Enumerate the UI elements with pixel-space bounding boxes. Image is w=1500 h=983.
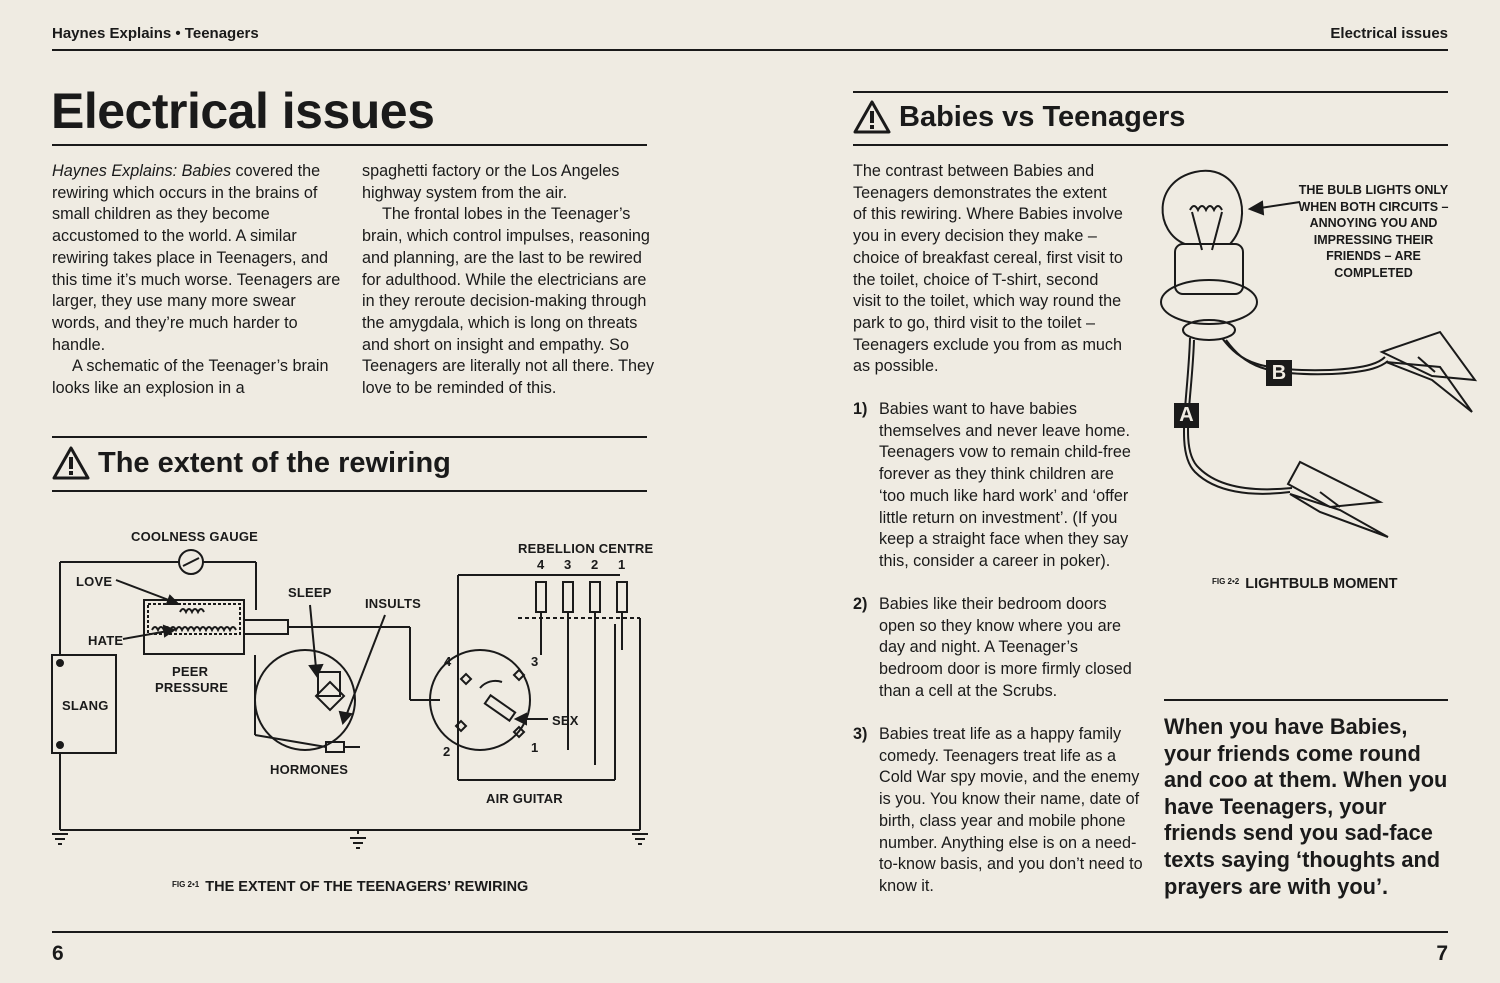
section-title: The extent of the rewiring xyxy=(98,446,451,479)
label-slang: SLANG xyxy=(62,698,109,713)
right-section-rule-top xyxy=(853,91,1448,93)
right-intro: The contrast between Babies and Teenager… xyxy=(853,162,1123,376)
figure-caption-2-1: FIG 2•1 THE EXTENT OF THE TEENAGERS’ REWI… xyxy=(172,879,528,895)
list-number: 3) xyxy=(853,725,868,743)
running-header-right: Electrical issues xyxy=(1330,25,1448,42)
right-section-rule-bottom xyxy=(853,144,1448,146)
label-sex: SEX xyxy=(552,713,579,728)
label-b: B xyxy=(1266,360,1292,386)
clip-b xyxy=(1379,330,1478,382)
bulb-note: THE BULB LIGHTS ONLY WHEN BOTH CIRCUITS … xyxy=(1298,183,1449,280)
spark-plugs xyxy=(535,581,628,624)
caption-text: LIGHTBULB MOMENT xyxy=(1245,576,1398,592)
intro-paragraph-4: The frontal lobes in the Teenager’s brai… xyxy=(362,205,655,398)
list-number: 1) xyxy=(853,400,868,418)
intro-paragraph-1: Haynes Explains: Babies covered the rewi… xyxy=(52,161,342,356)
dist-number-4: 4 xyxy=(444,654,452,669)
plug-number-4: 4 xyxy=(537,557,545,572)
pull-quote-rule xyxy=(1164,699,1448,701)
lightbulb-illustration xyxy=(1160,169,1478,538)
label-hate: HATE xyxy=(88,633,124,648)
caption-text: THE EXTENT OF THE TEENAGERS’ REWIRING xyxy=(205,879,529,895)
section-title: Babies vs Teenagers xyxy=(899,100,1186,133)
list-item-2: 2) Babies like their bedroom doors open … xyxy=(853,594,1143,703)
figure-number: FIG 2•2 xyxy=(1212,577,1240,586)
bulb-glass xyxy=(1161,169,1244,245)
figure-caption-2-2: FIG 2•2 LIGHTBULB MOMENT xyxy=(1212,576,1398,592)
intro-paragraph-3: spaghetti factory or the Los Angeles hig… xyxy=(362,162,620,202)
label-pressure: PRESSURE xyxy=(155,680,229,695)
list-number: 2) xyxy=(853,595,868,613)
clip-a xyxy=(1286,460,1384,509)
title-rule xyxy=(52,144,647,146)
section-heading-rewiring: The extent of the rewiring xyxy=(52,446,451,480)
label-coolness-gauge: COOLNESS GAUGE xyxy=(131,529,259,544)
ground-symbols xyxy=(52,833,648,849)
header-rule xyxy=(52,49,1448,51)
plug-number-1: 1 xyxy=(618,557,626,572)
page-title: Electrical issues xyxy=(51,83,435,139)
dist-number-2: 2 xyxy=(443,744,451,759)
bulb-base xyxy=(1174,243,1244,295)
intro-text-1: covered the rewiring which occurs in the… xyxy=(52,162,341,354)
intro-column-1: Haynes Explains: Babies covered the rewi… xyxy=(52,161,342,400)
figure-number: FIG 2•1 xyxy=(172,880,200,889)
list-text: Babies treat life as a happy family come… xyxy=(879,725,1143,895)
label-peer: PEER xyxy=(172,664,209,679)
label-insults: INSULTS xyxy=(365,596,422,611)
page-number-left: 6 xyxy=(52,942,64,965)
warning-icon xyxy=(853,100,891,134)
plug-number-2: 2 xyxy=(591,557,599,572)
intro-column-2: spaghetti factory or the Los Angeles hig… xyxy=(362,161,657,400)
air-guitar-distributor xyxy=(429,649,531,751)
book-title-italic: Haynes Explains: Babies xyxy=(52,162,232,180)
footer-rule xyxy=(52,931,1448,933)
label-hormones: HORMONES xyxy=(270,762,349,777)
pull-quote: When you have Babies, your friends come … xyxy=(1164,714,1448,899)
running-header-left: Haynes Explains • Teenagers xyxy=(52,25,259,42)
label-sleep: SLEEP xyxy=(288,585,332,600)
intro-paragraph-2: A schematic of the Teenager’s brain look… xyxy=(52,357,329,398)
list-item-1: 1) Babies want to have babies themselves… xyxy=(853,399,1143,573)
list-item-3: 3) Babies treat life as a happy family c… xyxy=(853,724,1143,898)
label-a: A xyxy=(1174,403,1199,428)
dist-number-1: 1 xyxy=(531,740,539,755)
label-love: LOVE xyxy=(76,574,113,589)
section-rule-top xyxy=(52,436,647,438)
rewiring-diagram xyxy=(51,549,648,849)
list-text: Babies like their bedroom doors open so … xyxy=(879,595,1132,700)
section-rule-bottom xyxy=(52,490,647,492)
label-rebellion-centre: REBELLION CENTRE xyxy=(518,541,654,556)
page-number-right: 7 xyxy=(1436,942,1448,965)
warning-icon xyxy=(52,446,90,480)
dist-number-3: 3 xyxy=(531,654,539,669)
label-air-guitar: AIR GUITAR xyxy=(486,791,563,806)
plug-number-3: 3 xyxy=(564,557,572,572)
section-heading-babies-vs-teenagers: Babies vs Teenagers xyxy=(853,100,1185,134)
list-text: Babies want to have babies themselves an… xyxy=(879,400,1131,570)
slang-box xyxy=(51,654,117,754)
